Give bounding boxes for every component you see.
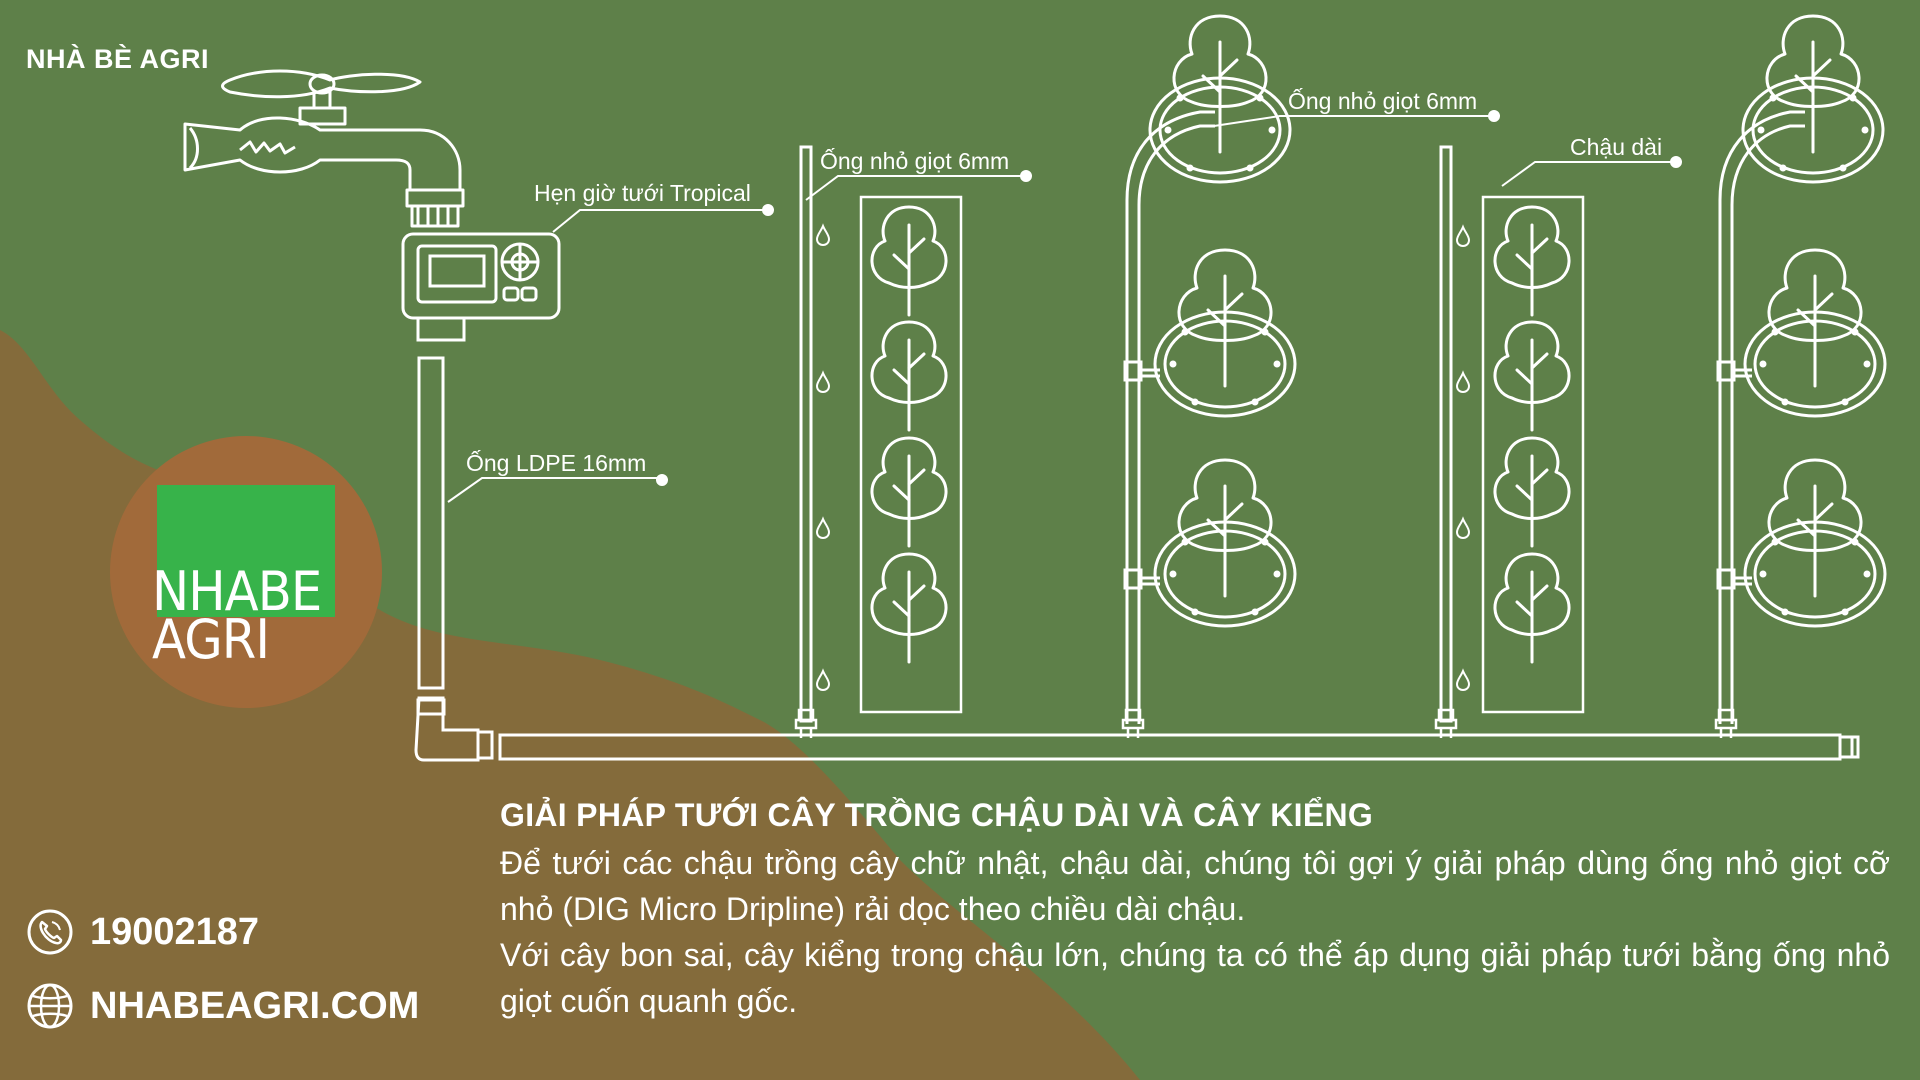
drip-tube-right-label: Ống nhỏ giọt 6mm — [1288, 88, 1478, 114]
ldpe-pipe — [414, 356, 494, 762]
logo-line-1: NHABE — [152, 560, 322, 623]
timer-label: Hẹn giờ tưới Tropical — [534, 180, 751, 206]
long-pot-left — [859, 195, 963, 714]
website-url[interactable]: NHABEAGRI.COM — [90, 984, 420, 1027]
logo-text: NHABE AGRI — [152, 560, 336, 671]
bonsai-column-right — [1714, 14, 1887, 740]
brand-logo — [110, 436, 382, 708]
drip-tube-left-label: Ống nhỏ giọt 6mm — [820, 148, 1010, 174]
section-heading: GIẢI PHÁP TƯỚI CÂY TRỒNG CHẬU DÀI VÀ CÂY… — [500, 797, 1374, 833]
long-pot-right — [1481, 195, 1585, 714]
website-contact[interactable]: NHABEAGRI.COM — [26, 982, 419, 1030]
long-pot-label: Chậu dài — [1570, 134, 1663, 160]
drip-tube-left — [794, 145, 818, 740]
description: Để tưới các chậu trồng cây chữ nhật, chậ… — [500, 840, 1890, 1024]
soil-area — [0, 330, 1140, 1080]
ldpe-pipe-label: Ống LDPE 16mm — [466, 450, 647, 476]
bonsai-column-left — [1121, 14, 1297, 740]
faucet-illustration — [183, 69, 465, 228]
phone-icon — [27, 909, 73, 955]
description-paragraph-1: Để tưới các chậu trồng cây chữ nhật, chậ… — [500, 845, 1890, 927]
phone-contact[interactable]: 19002187 — [26, 908, 259, 956]
water-drops — [816, 225, 1470, 691]
globe-icon — [27, 983, 73, 1029]
label-leaders — [447, 110, 1682, 503]
brand-title: NHÀ BÈ AGRI — [26, 44, 210, 74]
description-paragraph-2: Với cây bon sai, cây kiểng trong chậu lớ… — [500, 937, 1890, 1019]
drip-tube-right — [1434, 145, 1458, 740]
main-line — [498, 733, 1860, 761]
phone-number[interactable]: 19002187 — [90, 910, 260, 953]
timer-device — [401, 232, 561, 342]
logo-line-2: AGRI — [152, 608, 270, 671]
